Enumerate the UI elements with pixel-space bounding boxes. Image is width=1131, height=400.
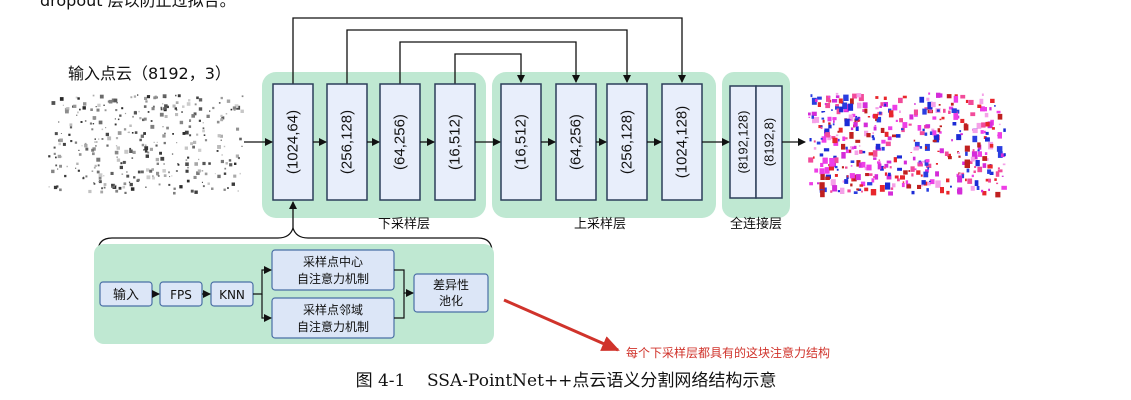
upsample-group-label: 上采样层 — [574, 217, 626, 232]
detail-arrow-center-pool — [394, 269, 414, 297]
detail-neighbor-attn-line1: 采样点邻域 — [303, 302, 363, 317]
detail-center-attn-line1: 采样点中心 — [303, 254, 363, 269]
annotation-text: 每个下采样层都具有的这块注意力结构 — [626, 345, 830, 360]
detail-pool-box — [413, 273, 489, 313]
annotation-arrow — [503, 298, 620, 352]
up-layer-3-box — [606, 83, 648, 201]
down-layer-1-box — [272, 83, 314, 201]
input-label: 输入点云（8192，3） — [68, 64, 231, 83]
detail-fps-label: FPS — [170, 288, 192, 302]
fc-layer-2-label: (8192,8) — [762, 118, 777, 166]
detail-center-attn-line2: 自注意力机制 — [297, 271, 369, 286]
input-point-cloud-image — [46, 92, 244, 195]
fc-layer-1-box — [729, 85, 757, 199]
down-layer-4-box — [434, 83, 476, 201]
down-layer-1-label: (1024,64) — [285, 110, 302, 174]
detail-knn-label: KNN — [219, 288, 245, 302]
detail-brace — [97, 201, 493, 253]
detail-pool-line1: 差异性 — [433, 278, 469, 292]
output-segmentation-image — [806, 90, 1007, 198]
up-layer-4-label: (1024,128) — [674, 106, 691, 179]
detail-neighbor-attn-line2: 自注意力机制 — [297, 319, 369, 334]
detail-arrow-knn-center — [253, 266, 272, 295]
down-layer-2-label: (256,128) — [339, 110, 356, 174]
skip-connection-1 — [292, 17, 686, 84]
up-layer-2-label: (64,256) — [568, 114, 585, 170]
skip-connection-4 — [454, 53, 525, 84]
detail-arrow-neighbor-pool — [394, 293, 405, 319]
skip-connection-3 — [399, 41, 580, 84]
detail-arrow-knn-neighbor — [261, 294, 272, 322]
upsample-layers: (16,512) (64,256) (256,128) (1024,128) — [500, 83, 703, 201]
downsample-layers: (1024,64) (256,128) (64,256) (16,512) — [272, 83, 476, 201]
up-layer-2-box — [555, 83, 597, 201]
skip-connections — [292, 17, 686, 84]
down-layer-3-label: (64,256) — [392, 114, 409, 170]
downsample-group-label: 下采样层 — [378, 217, 430, 232]
header-fragment: dropout 层以防止过拟合。 — [40, 0, 236, 10]
detail-arrows — [152, 266, 414, 322]
fc-layer-1-label: (8192,128) — [736, 111, 751, 174]
fc-layers: (8192,128) (8192,8) — [729, 85, 783, 199]
detail-boxes: 输入 FPS KNN 采样点中心 自注意力机制 采样点邻域 自注意力机制 差异性… — [99, 249, 489, 339]
down-layer-2-box — [326, 83, 368, 201]
skip-connection-2 — [346, 29, 631, 84]
fc-layer-2-box — [755, 85, 783, 199]
up-layer-1-box — [500, 83, 542, 201]
up-layer-4-box — [661, 83, 703, 201]
down-layer-4-label: (16,512) — [447, 114, 464, 170]
up-layer-1-label: (16,512) — [513, 114, 530, 170]
fc-group-label: 全连接层 — [730, 216, 782, 232]
up-layer-3-label: (256,128) — [619, 110, 636, 174]
detail-pool-line2: 池化 — [439, 294, 463, 308]
detail-input-label: 输入 — [113, 287, 139, 303]
figure-caption: 图 4-1 SSA-PointNet++点云语义分割网络结构示意 — [356, 371, 777, 391]
